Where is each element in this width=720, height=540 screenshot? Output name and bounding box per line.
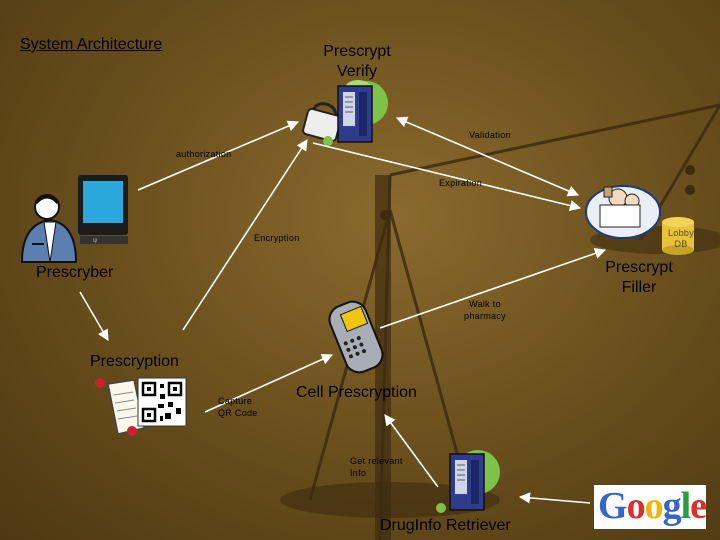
page-title: System Architecture — [20, 36, 162, 54]
node-prescrypt-verify: Prescrypt Verify — [312, 42, 402, 82]
monitor-icon: ψ — [78, 175, 128, 244]
pharmacist-icon — [586, 186, 660, 238]
svg-text:ψ: ψ — [93, 238, 97, 244]
qr-code-icon — [138, 378, 186, 426]
edge-label-validation: Validation — [469, 130, 511, 140]
edge-label-walk-to-pharmacy: Walk to pharmacy — [458, 298, 512, 322]
node-cell-prescryption: Cell Prescryption — [296, 384, 417, 402]
node-prescryption: Prescryption — [90, 353, 179, 371]
edge-label-authorization: authorization — [176, 149, 231, 159]
node-lobby-db: Lobby DB — [656, 228, 706, 250]
lock-icon — [302, 104, 342, 142]
scroll-icon — [95, 378, 144, 436]
server-icon-retriever — [436, 450, 500, 513]
user-icon — [22, 195, 76, 262]
node-druginfo-retriever: DrugInfo Retriever — [380, 517, 511, 535]
phone-icon — [325, 297, 386, 376]
node-prescryber: Prescryber — [36, 264, 113, 282]
edge-label-encryption: Encryption — [254, 233, 300, 243]
edge-label-relevant-info: Get relevant Info — [350, 455, 403, 479]
google-logo: Google — [598, 484, 706, 528]
edge-label-capture-qr: Capture QR Code — [218, 395, 258, 419]
edge-label-expiration: Expiration — [439, 178, 482, 188]
node-prescrypt-filler: Prescrypt Filler — [594, 258, 684, 298]
